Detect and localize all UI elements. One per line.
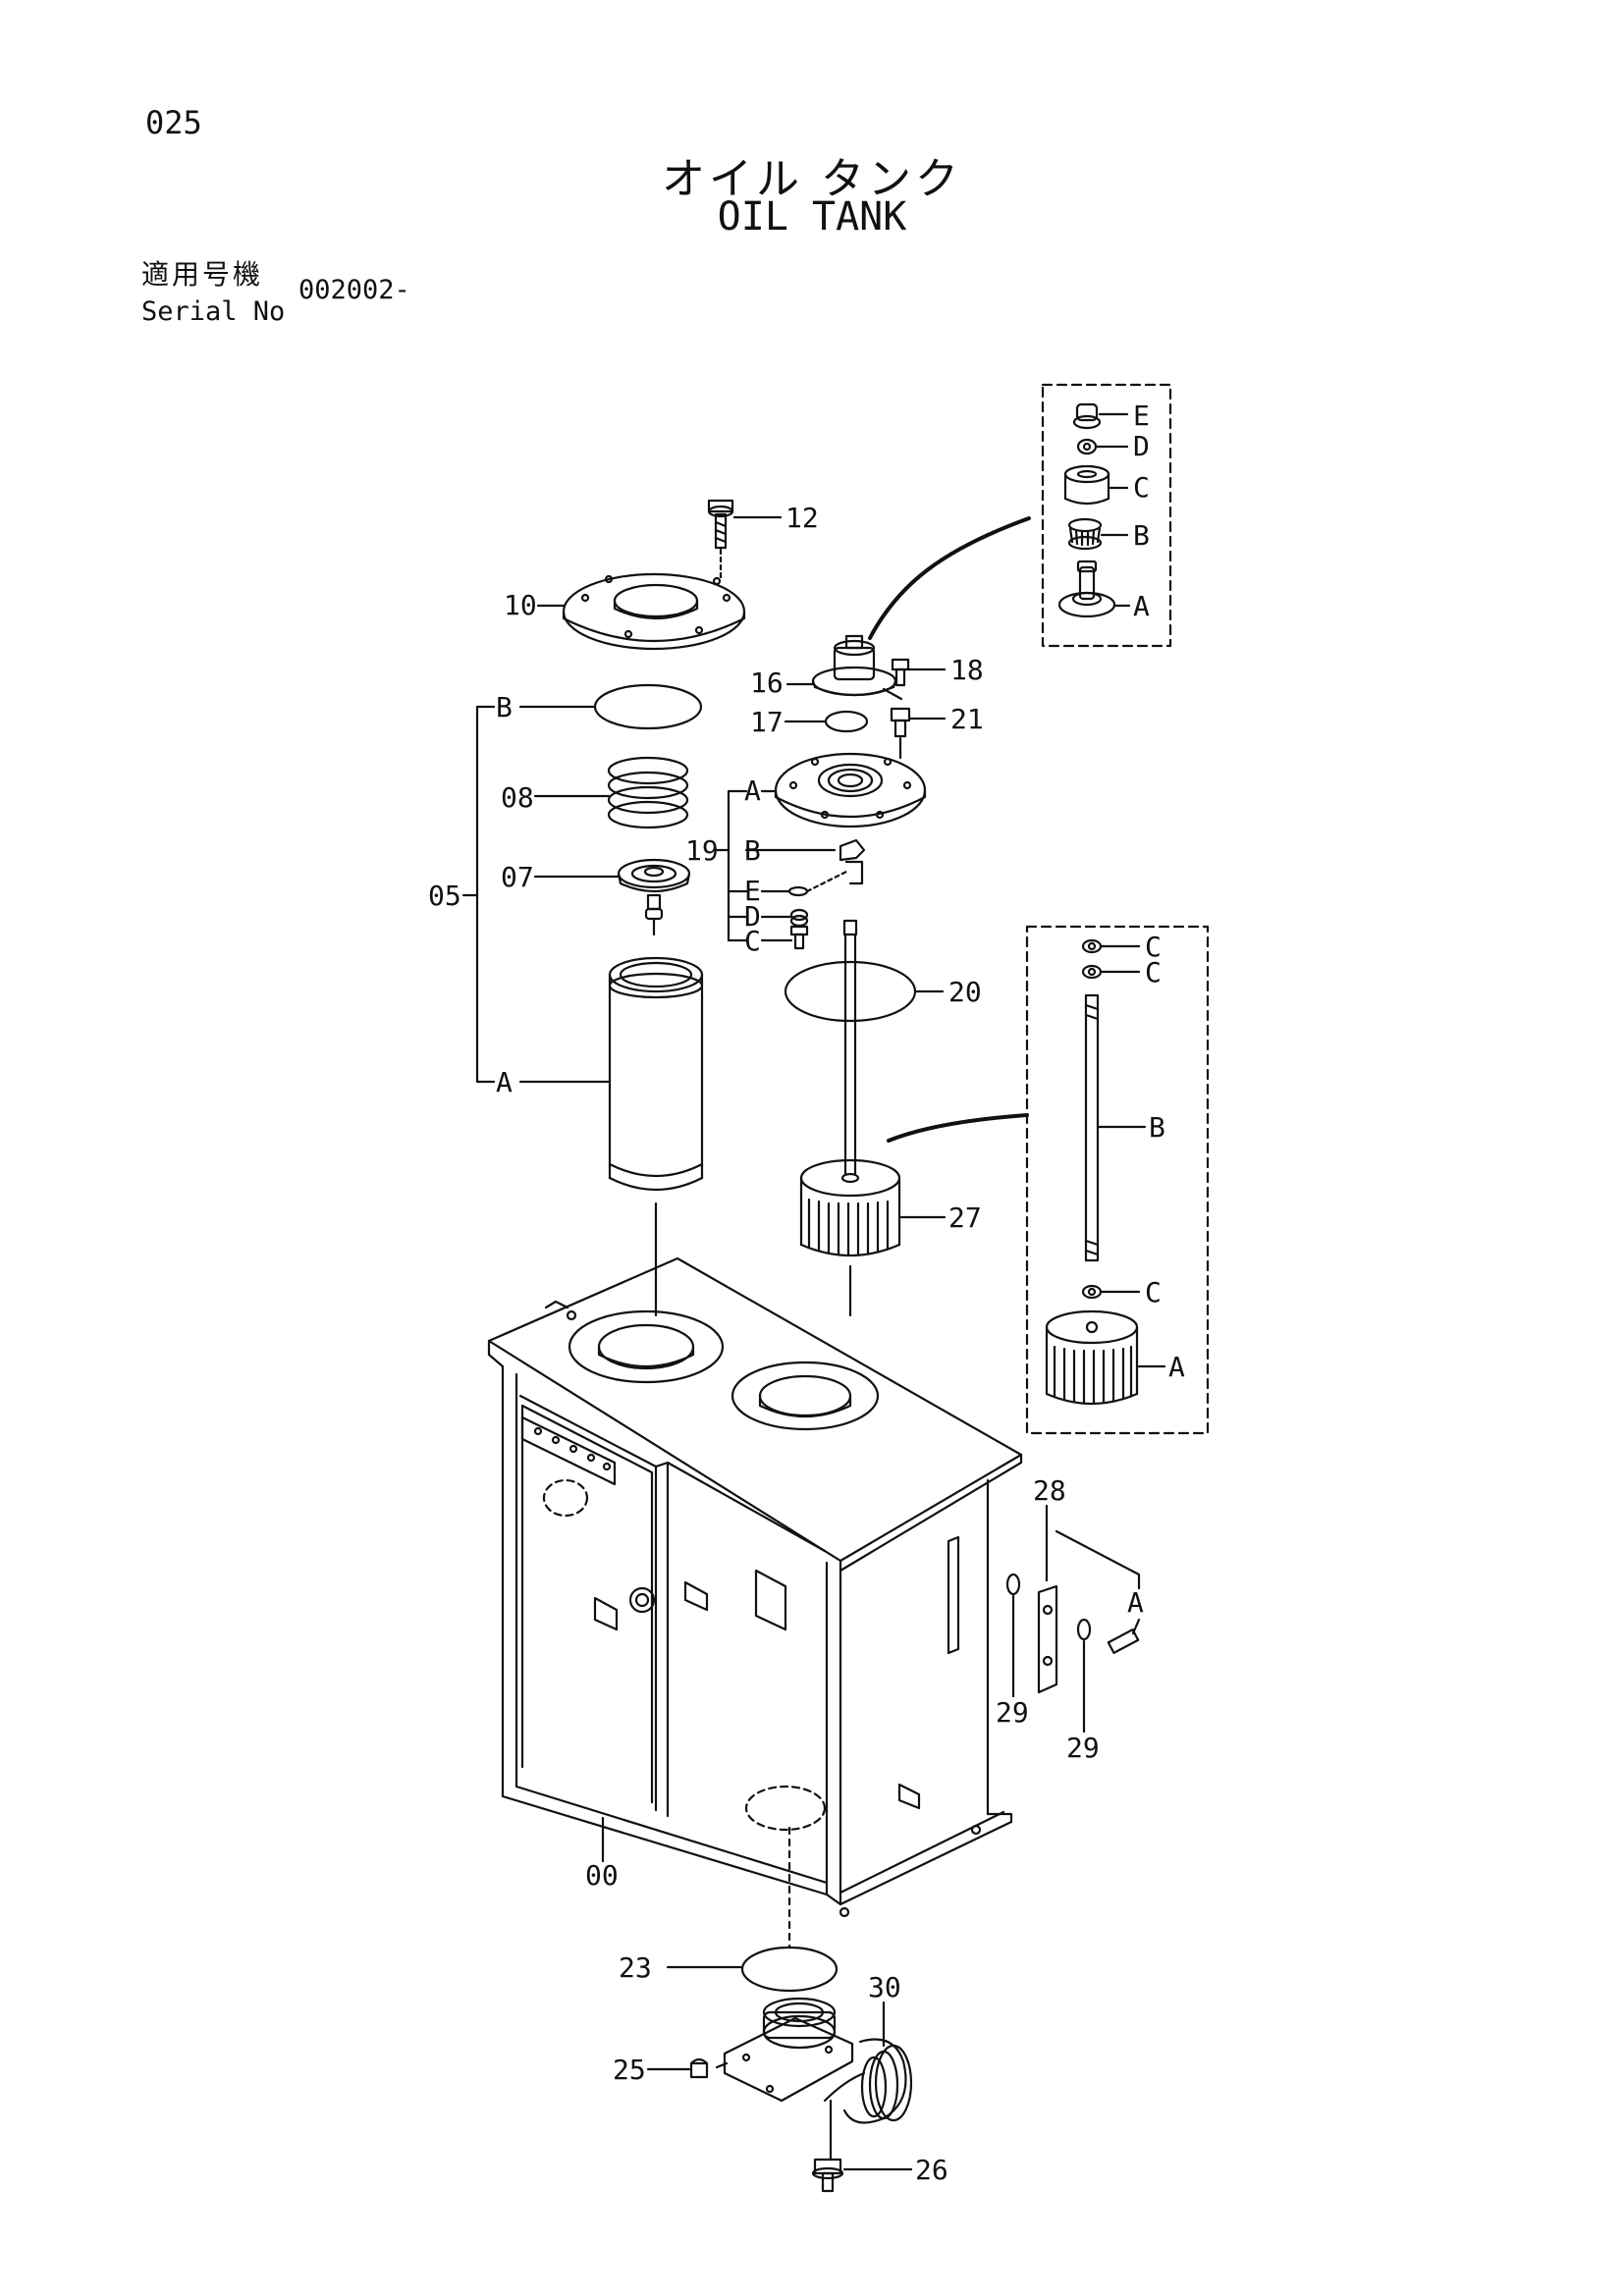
box2-label-a: A <box>1168 1351 1185 1383</box>
box1-label-e: E <box>1133 400 1150 432</box>
part-18-screw <box>891 658 947 687</box>
callout-19: 19 <box>685 834 719 867</box>
serial-number-value: 002002- <box>298 275 410 305</box>
callout-30: 30 <box>868 1971 901 2003</box>
part-19-cover-assembly <box>715 752 927 950</box>
part-28-bracket <box>1037 1504 1141 1694</box>
part-12-bolt <box>707 499 783 579</box>
callout-10: 10 <box>504 589 537 621</box>
title-english: OIL TANK <box>717 194 907 240</box>
breather-base-part <box>1057 560 1131 618</box>
page-number: 025 <box>145 104 202 141</box>
sub19-label-c: C <box>744 925 761 957</box>
o-ring-b <box>593 683 703 730</box>
callout-05: 05 <box>428 880 461 912</box>
callout-28: 28 <box>1033 1474 1066 1507</box>
sub05-label-a: A <box>496 1066 513 1098</box>
return-filter-element <box>608 956 704 1317</box>
part-08-spring <box>533 756 689 829</box>
box2-label-b: B <box>1149 1111 1165 1144</box>
callout-17: 17 <box>750 706 784 738</box>
part-20-gasket <box>784 960 945 1023</box>
part-30-suction-pipe <box>723 1997 913 2124</box>
part-07-valve <box>533 858 691 936</box>
box1-label-d: D <box>1133 430 1150 462</box>
sub19-label-a: A <box>744 774 761 807</box>
detail-box-2-border <box>1025 925 1210 1435</box>
part-29-washer-a <box>1005 1573 1021 1698</box>
sub19-label-b: B <box>744 834 761 867</box>
callout-12: 12 <box>785 502 819 534</box>
sub19-label-d: D <box>744 900 761 933</box>
part-17-o-ring <box>784 710 869 733</box>
strainer-rod <box>840 919 860 1184</box>
callout-21: 21 <box>950 703 984 735</box>
breather-filter-part <box>1067 517 1129 551</box>
box2-label-c1: C <box>1145 931 1162 963</box>
sub28-label-a: A <box>1127 1586 1144 1619</box>
breather-nut-part <box>1076 438 1129 455</box>
sub05-label-b: B <box>496 691 513 723</box>
detail-box-border <box>1041 383 1172 648</box>
box1-leader-line <box>868 516 1031 640</box>
callout-07: 07 <box>501 861 534 893</box>
breather-detail-box: E D C B A <box>1041 383 1172 648</box>
callout-16: 16 <box>750 667 784 699</box>
bracket-05 <box>461 705 611 1084</box>
breather-element-part <box>1063 464 1129 506</box>
part-21-screw <box>890 707 947 760</box>
callout-23: 23 <box>619 1951 652 1984</box>
part-00-tank-body <box>487 1256 1023 1918</box>
breather-cap-part <box>1072 402 1129 430</box>
strainer-detail-box <box>1025 925 1210 1435</box>
callout-26: 26 <box>915 2154 948 2186</box>
title-japanese: オイル タンク <box>662 154 962 204</box>
callout-27: 27 <box>948 1201 982 1234</box>
serial-label-english: Serial No <box>141 296 286 327</box>
box2-label-c2: C <box>1145 956 1162 988</box>
part-23-gasket <box>666 1826 839 1993</box>
part-25-plug <box>646 2057 709 2079</box>
callout-25: 25 <box>613 2054 646 2086</box>
sub19-label-e: E <box>744 875 761 907</box>
callout-18: 18 <box>950 654 984 686</box>
part-29-washer-b <box>1076 1618 1092 1734</box>
box2-label-c3: C <box>1145 1276 1162 1308</box>
callout-20: 20 <box>948 976 982 1008</box>
box1-label-a: A <box>1133 590 1150 622</box>
callout-00: 00 <box>585 1859 619 1892</box>
part-16-breather <box>785 634 903 701</box>
callout-29a: 29 <box>996 1696 1029 1729</box>
part-27-suction-strainer <box>799 1158 947 1317</box>
callout-08: 08 <box>501 781 534 814</box>
box1-label-c: C <box>1133 471 1150 504</box>
box2-leader-line <box>887 1113 1029 1143</box>
box1-label-b: B <box>1133 519 1150 552</box>
serial-label-japanese: 適用号機 <box>141 258 264 291</box>
callout-29b: 29 <box>1066 1732 1100 1764</box>
part-26-bolt <box>715 2061 913 2193</box>
part-10-cover <box>536 572 746 651</box>
